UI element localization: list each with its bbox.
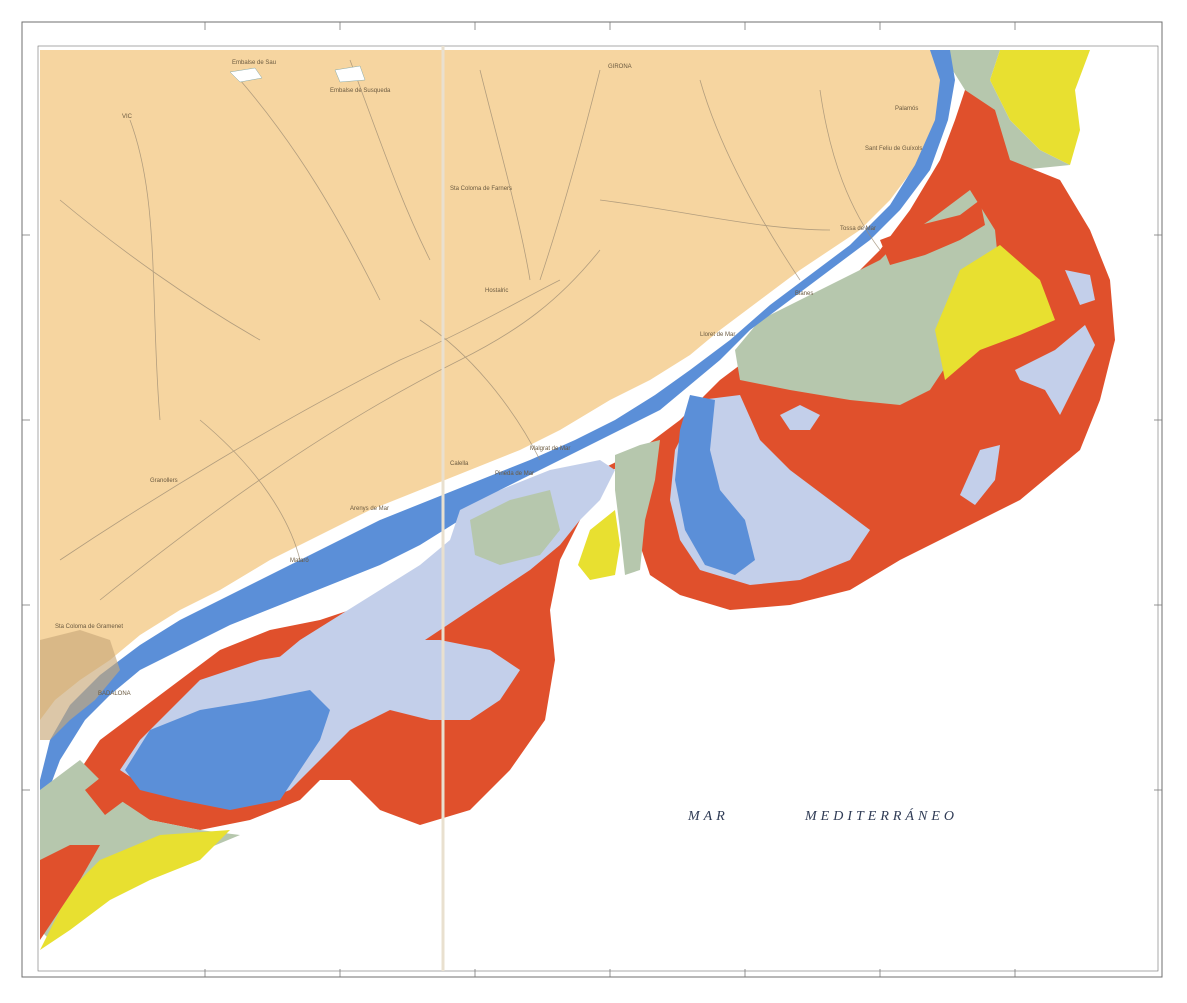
zone-red-east-blob [880, 200, 985, 265]
place-label: Hostalric [485, 288, 508, 294]
sea-label-mar: MAR [687, 809, 729, 824]
zone-grey-green-strip [615, 440, 660, 575]
place-labels: Embalse de Sau Embalse de Susqueda GIRON… [55, 60, 922, 697]
place-label: BADALONA [98, 691, 131, 697]
zone-yellow-center [935, 245, 1055, 380]
place-label: Calella [450, 461, 469, 467]
place-label: VIC [122, 114, 133, 120]
place-label: Arenys de Mar [350, 506, 389, 512]
place-label: Mataró [290, 558, 309, 564]
place-label: GIRONA [608, 64, 632, 70]
place-label: Palamós [895, 106, 918, 112]
zone-light-blue-east-4 [780, 405, 820, 430]
sea-label-mediterraneo: MEDITERRÁNEO [804, 807, 958, 824]
frame-ticks [22, 22, 1162, 977]
zone-light-blue-east-1 [1065, 270, 1095, 305]
place-label: Granollers [150, 478, 178, 484]
place-label: Embalse de Susqueda [330, 88, 391, 94]
place-label: Malgrat de Mar [530, 446, 570, 452]
zone-light-blue-east-3 [960, 445, 1000, 505]
zone-dark-blue-canyon [675, 395, 755, 575]
zone-light-blue-east-2 [1015, 325, 1095, 415]
place-label: Embalse de Sau [232, 60, 276, 66]
place-label: Sant Feliu de Guíxols [865, 146, 922, 152]
place-label: Sta Coloma de Gramenet [55, 624, 123, 630]
place-label: Sta Coloma de Farners [450, 186, 512, 192]
reservoir-sau [229, 67, 263, 83]
reservoir-susqueda [334, 65, 366, 83]
place-label: Lloret de Mar [700, 332, 735, 338]
zone-dark-blue-west [125, 690, 330, 810]
zone-red-west-small [85, 770, 125, 815]
urban-area [40, 630, 120, 740]
place-label: Blanes [795, 291, 813, 297]
zone-yellow-north [990, 50, 1090, 165]
zone-yellow-south-center [578, 510, 620, 580]
place-label: Pineda de Mar [495, 471, 534, 477]
zone-yellow-southwest [40, 830, 230, 950]
map-frame [21, 21, 1163, 978]
zone-grey-green-shelf [470, 490, 560, 565]
place-label: Tossa de Mar [840, 226, 876, 232]
land-area [40, 50, 948, 720]
road-network [59, 59, 881, 601]
zone-red-southwest [40, 845, 100, 940]
